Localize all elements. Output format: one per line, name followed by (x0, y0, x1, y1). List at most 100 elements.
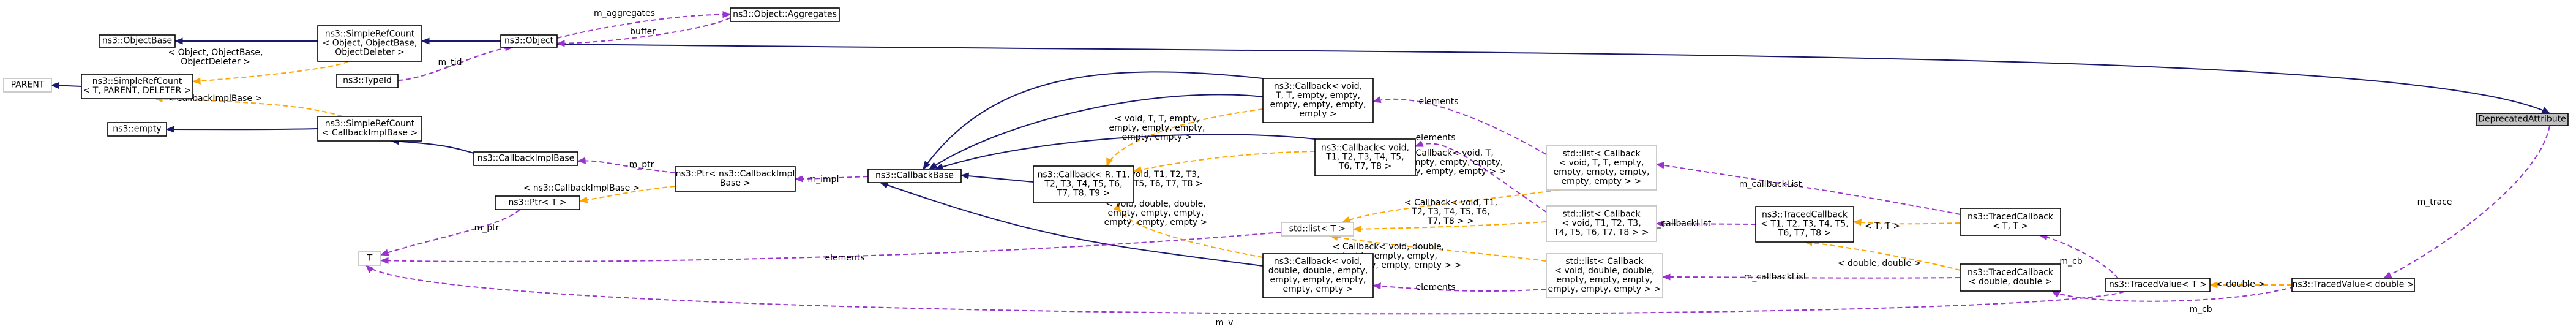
edge-tpl-cb-tt (1106, 108, 1264, 167)
class-node-list-cb-tt[interactable]: std::list< Callback< void, T, T, empty,e… (1546, 145, 1657, 191)
class-node-empty[interactable]: ns3::empty (107, 122, 167, 137)
edge-tc-tt-to-list-tt (1655, 162, 1961, 215)
edge-list-tt-to-cb-tt (1372, 96, 1547, 155)
edge-tpl-cb-t1 (1133, 151, 1316, 173)
node-label: std::list< Callback< void, T, T, empty,e… (1554, 149, 1650, 186)
edge-tpl-cb-dd (1114, 202, 1264, 258)
node-label: ns3::TracedCallback< T, T > (1968, 212, 2054, 231)
class-node-callback-r[interactable]: ns3::Callback< R, T1,T2, T3, T4, T5, T6,… (1033, 165, 1134, 203)
edge-label-tpl-ptr: < ns3::CallbackImplBase > (523, 183, 640, 193)
edge-label-tv-t-to-t: m_v (1216, 318, 1234, 326)
node-label: ns3::Callback< void,double, double, empt… (1268, 257, 1368, 294)
edge-label-ptr-cbimpl-to-cbimplbase: m_ptr (629, 160, 654, 170)
class-node-tracedcallback-dd[interactable]: ns3::TracedCallback< double, double > (1960, 263, 2061, 292)
class-node-parent[interactable]: PARENT (3, 78, 52, 93)
edge-tpl-tc-dd (1803, 239, 1961, 271)
edge-label-list-tt-to-cb-tt: elements (1418, 97, 1458, 107)
node-box (2476, 113, 2569, 126)
class-node-callbackimplbase[interactable]: ns3::CallbackImplBase (473, 151, 578, 166)
edge-label-aggregates-to-object: buffer (630, 27, 656, 37)
edge-ptr-t-to-t (380, 209, 520, 256)
node-label: ns3::Object::Aggregates (733, 10, 837, 20)
edge-label-list-dd-to-cb-dd: elements (1415, 282, 1455, 292)
edge-label-tpl-cb-dd: < void, double, double,empty, empty, emp… (1104, 199, 1208, 227)
edge-tpl-ptr (578, 186, 676, 203)
edge-label-tpl-tc-dd: < double, double > (1838, 259, 1922, 268)
node-box (317, 25, 422, 62)
class-node-objectbase[interactable]: ns3::ObjectBase (99, 34, 176, 48)
edge-label-tc-dd-to-list-dd: m_callbackList (1744, 272, 1807, 282)
edge-std-list-to-t (380, 232, 1282, 264)
edge-tpl-object (192, 61, 349, 85)
node-label: ns3::CallbackImplBase (477, 154, 575, 164)
node-label: ns3::TracedValue< double > (2292, 280, 2414, 290)
node-label: ns3::SimpleRefCount< Object, ObjectBase,… (323, 29, 417, 58)
edge-simplerefcount-to-parent (50, 82, 82, 89)
node-label: ns3::Callback< void,T1, T2, T3, T4, T5,T… (1321, 143, 1409, 172)
class-node-list-cb-dd[interactable]: std::list< Callback< void, double, doubl… (1546, 253, 1663, 298)
edge-cb-tt-to-callbackbase-b (928, 94, 1264, 170)
class-node-list-cb-t1[interactable]: std::list< Callback< void, T1, T2, T3,T4… (1546, 205, 1657, 242)
node-label: ns3::TracedCallback< T1, T2, T3, T4, T5,… (1761, 210, 1849, 238)
node-label: ns3::ObjectBase (102, 36, 172, 46)
class-node-simplerefcount-cbimpl[interactable]: ns3::SimpleRefCount< CallbackImplBase > (317, 116, 422, 142)
node-box (1262, 253, 1374, 298)
node-box (1033, 165, 1134, 203)
class-node-tracedcallback-t1[interactable]: ns3::TracedCallback< T1, T2, T3, T4, T5,… (1755, 206, 1854, 243)
class-node-tracedcallback-tt[interactable]: ns3::TracedCallback< T, T > (1960, 208, 2061, 236)
edge-cb-dd-to-callbackbase (879, 181, 1264, 267)
edge-label-deprecated-to-tv-double: m_trace (2417, 197, 2452, 207)
node-box (473, 151, 578, 166)
node-box (1546, 253, 1663, 298)
edge-label-std-list-to-t: elements (825, 253, 864, 263)
edge-label-tpl-tc-tt: < T, T > (1865, 221, 1900, 231)
edge-deprecated-to-tv-double (2383, 125, 2550, 279)
edge-tpl-list-dd (1329, 233, 1547, 262)
node-label: ns3::SimpleRefCount< T, PARENT, DELETER … (83, 77, 192, 96)
node-box (99, 34, 176, 48)
node-label: ns3::empty (113, 124, 161, 134)
edge-tpl-tc-tt (1852, 219, 1961, 226)
class-node-aggregates[interactable]: ns3::Object::Aggregates (730, 7, 840, 22)
node-box (1314, 138, 1416, 176)
edge-tv-t-to-tc-tt (2039, 233, 2119, 279)
class-node-callbackbase[interactable]: ns3::CallbackBase (867, 169, 962, 183)
class-node-simplerefcount-object[interactable]: ns3::SimpleRefCount< Object, ObjectBase,… (317, 25, 422, 62)
edge-aggregates-to-object (556, 17, 731, 47)
node-label: ns3::Ptr< T > (508, 198, 566, 208)
node-box (1281, 222, 1354, 237)
edge-cb-t1-to-callbackbase (934, 134, 1316, 170)
edge-label-tpl-list-tt: < Callback< void, T,T, empty, empty, emp… (1393, 148, 1507, 176)
class-node-simplerefcount-t[interactable]: ns3::SimpleRefCount< T, PARENT, DELETER … (81, 74, 193, 99)
node-label: ns3::TracedValue< T > (2109, 280, 2207, 290)
edges-layer (50, 11, 2551, 315)
edge-tpl-cbimpl (154, 95, 343, 117)
edge-list-t1-to-cb-t1 (1414, 140, 1547, 213)
edge-typeid-to-object (397, 44, 514, 81)
node-label: ns3::CallbackBase (875, 171, 954, 181)
class-node-tracedvalue-t[interactable]: ns3::TracedValue< T > (2105, 278, 2211, 292)
edge-tc-dd-to-list-dd (1661, 273, 1961, 281)
class-node-std-list[interactable]: std::list< T > (1281, 222, 1354, 237)
node-box (81, 74, 193, 99)
edge-label-list-t1-to-cb-t1: elements (1415, 133, 1455, 143)
edge-label-tpl-tv: < double > (2216, 279, 2265, 289)
node-label: DeprecatedAttribute (2478, 115, 2566, 124)
edge-deprecated-to-object (556, 44, 2551, 114)
class-node-callback-dd[interactable]: ns3::Callback< void,double, double, empt… (1262, 253, 1374, 298)
node-label: ns3::Callback< void,T, T, empty, empty,e… (1270, 82, 1366, 119)
edge-label-tv-t-to-tc-tt: m_cb (2059, 257, 2082, 267)
class-node-callback-t1[interactable]: ns3::Callback< void,T1, T2, T3, T4, T5,T… (1314, 138, 1416, 176)
class-node-object[interactable]: ns3::Object (500, 34, 558, 48)
edge-label-tpl-list-t1: < Callback< void, T1,T2, T3, T4, T5, T6,… (1404, 198, 1497, 226)
edge-label-tc-tt-to-list-tt: m_callbackList (1739, 180, 1802, 189)
class-node-ptr-t[interactable]: ns3::Ptr< T > (495, 195, 580, 210)
edge-label-typeid-to-object: m_tid (438, 58, 462, 67)
node-box (3, 78, 52, 93)
class-node-tracedvalue-double[interactable]: ns3::TracedValue< double > (2291, 278, 2415, 292)
class-node-t[interactable]: T (358, 251, 381, 266)
class-node-typeid[interactable]: ns3::TypeId (336, 74, 399, 88)
class-node-callback-tt[interactable]: ns3::Callback< void,T, T, empty, empty,e… (1262, 78, 1374, 123)
